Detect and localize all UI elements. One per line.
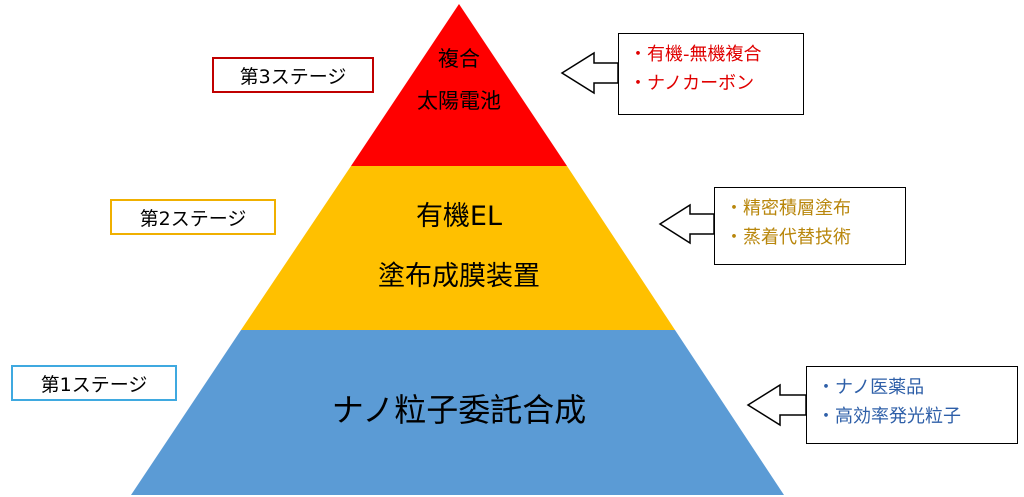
tier-1-title: ナノ粒子委託合成 — [332, 391, 586, 429]
stage-3-features: ・有機-無機複合 ・ナノカーボン — [618, 33, 804, 115]
stage-2-feature-1: ・精密積層塗布 — [725, 198, 851, 219]
stage-2-label: 第2ステージ — [110, 199, 276, 235]
arrow-stage-1-left-icon — [746, 383, 807, 427]
pyramid-tier-2 — [241, 166, 675, 330]
stage-1-feature-2: ・高効率発光粒子 — [817, 406, 961, 427]
stage-2-feature-2: ・蒸着代替技術 — [725, 227, 851, 248]
stage-1-feature-1: ・ナノ医薬品 — [817, 377, 925, 398]
stage-3-feature-1: ・有機-無機複合 — [629, 44, 762, 65]
stage-1-label: 第1ステージ — [11, 365, 177, 401]
arrow-stage-3-left-icon — [560, 51, 619, 95]
stage-1-features: ・ナノ医薬品 ・高効率発光粒子 — [806, 366, 1018, 444]
stage-3-feature-2: ・ナノカーボン — [629, 73, 755, 94]
stage-2-features: ・精密積層塗布 ・蒸着代替技術 — [714, 187, 906, 265]
pyramid-tier-1 — [131, 330, 784, 495]
arrow-stage-2-left-icon — [658, 203, 715, 245]
tier-3-title-line-2: 太陽電池 — [417, 89, 501, 113]
stage-3-label: 第3ステージ — [212, 57, 374, 93]
tier-2-title-line-2: 塗布成膜装置 — [378, 261, 540, 292]
tier-2-title-line-1: 有機EL — [416, 201, 502, 232]
pyramid-tier-3 — [351, 4, 567, 166]
tier-3-title-line-1: 複合 — [438, 47, 480, 71]
